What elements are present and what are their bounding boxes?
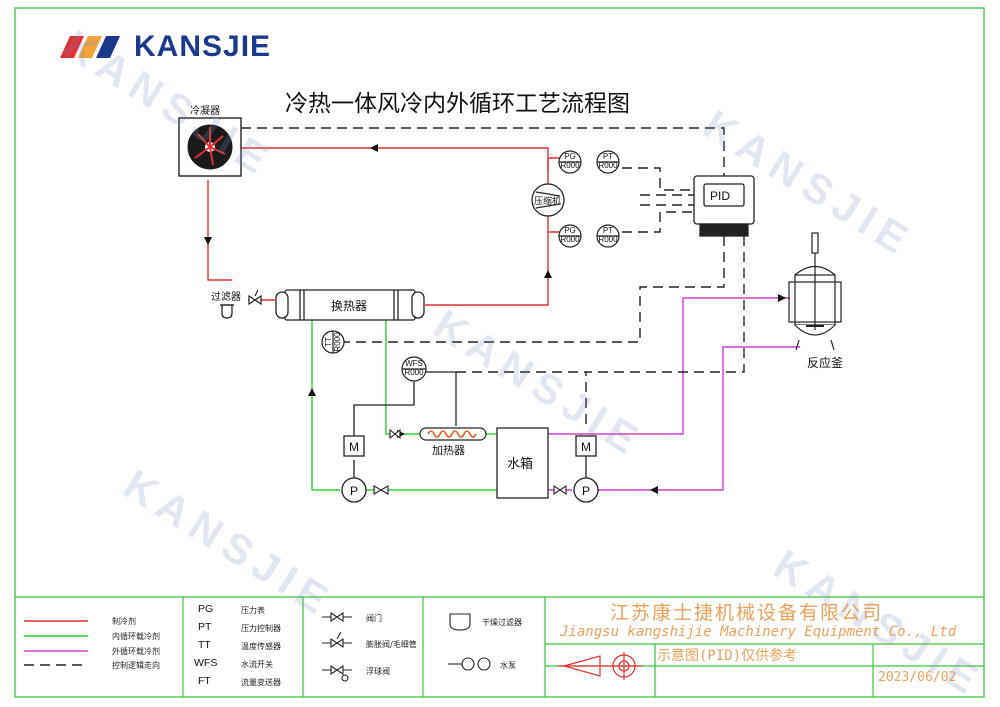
legend-code: FT — [198, 675, 211, 687]
legend-symbol-desc: 浮球阀 — [366, 667, 390, 676]
pressure-gauge-top — [558, 150, 582, 174]
legend-inner-loop: 内循环载冷剂 — [112, 632, 160, 641]
heater — [419, 427, 487, 441]
filter-label: 过滤器 — [211, 290, 241, 303]
pid-label: PID — [710, 189, 730, 203]
company-name-cn: 江苏康士捷机械设备有限公司 — [610, 602, 884, 624]
legend-symbol-desc: 水泵 — [500, 661, 516, 670]
heat-exchanger — [275, 289, 425, 321]
legend-line-samples — [24, 620, 88, 666]
heat-exchanger-label: 换热器 — [331, 299, 367, 313]
legend-code-desc: 流量变送器 — [241, 678, 281, 687]
legend-code-desc: 压力表 — [241, 606, 265, 615]
pressure-gauge-bottom — [558, 224, 582, 248]
flow-arrow — [650, 486, 658, 494]
legend-symbol-desc: 膨胀阀/毛细管 — [366, 640, 417, 649]
pump-left — [341, 477, 367, 503]
diagram-note: 示意图(PID)仅供参考 — [657, 648, 798, 664]
temperature-sensor — [321, 330, 345, 354]
motor-right — [575, 435, 597, 457]
legend-outer-loop: 外循环载冷剂 — [112, 647, 160, 656]
flow-arrow — [308, 388, 316, 396]
flow-arrow — [778, 294, 786, 302]
projection-symbol-icon — [558, 652, 642, 680]
legend-code: WFS — [194, 657, 218, 669]
expansion-valve-icon — [248, 289, 262, 306]
filter — [220, 304, 234, 319]
brand-logo-text: KANSJIE — [134, 30, 272, 63]
legend-symbols — [322, 611, 491, 682]
control-lines — [241, 127, 745, 430]
legend-code-desc: 水流开关 — [241, 660, 273, 669]
reactor — [788, 232, 842, 351]
drawing-date: 2023/06/02 — [878, 670, 957, 685]
pump-right-label: P — [582, 484, 590, 498]
pid-controller — [693, 175, 755, 237]
legend-symbol-desc: 阀门 — [366, 614, 382, 623]
water-tank-label: 水箱 — [507, 456, 533, 472]
motor-left — [343, 435, 365, 457]
pump-left-label: P — [350, 484, 358, 498]
pressure-controller-top — [596, 150, 620, 174]
legend-code-desc: 压力控制器 — [241, 624, 281, 633]
condenser — [178, 117, 242, 177]
drawing-border — [14, 7, 985, 698]
legend-code: PT — [198, 621, 212, 633]
legend-code-desc: 温度传感器 — [241, 642, 281, 651]
brand-logo-icon — [60, 36, 120, 58]
flow-arrow — [370, 144, 378, 152]
condenser-label: 冷凝器 — [190, 104, 220, 117]
valve-icon — [373, 428, 567, 496]
heater-label: 加热器 — [432, 444, 465, 457]
legend-refrigerant: 制冷剂 — [112, 617, 136, 626]
compressor — [531, 183, 565, 217]
flow-arrow — [204, 237, 212, 245]
compressor-label: 压缩机 — [534, 195, 561, 207]
refrigerant-lines — [207, 147, 560, 306]
pump-right — [573, 477, 599, 503]
legend-control: 控制逻辑走向 — [112, 661, 160, 670]
legend-symbol-desc: 干燥过滤器 — [482, 618, 522, 627]
water-flow-switch — [401, 356, 427, 382]
company-name-en: Jiangsu kangshijie Machinery Equipment C… — [560, 624, 957, 640]
page-title: 冷热一体风冷内外循环工艺流程图 — [285, 91, 630, 117]
water-tank — [496, 427, 549, 499]
flow-arrow — [544, 270, 552, 278]
pressure-controller-bottom — [596, 224, 620, 248]
legend-code: TT — [198, 639, 211, 651]
reactor-label: 反应釜 — [807, 355, 843, 370]
legend-code: PG — [198, 603, 214, 615]
motor-right-label: M — [581, 440, 591, 454]
brand: KANSJIE — [126, 30, 271, 64]
motor-left-label: M — [349, 440, 359, 454]
